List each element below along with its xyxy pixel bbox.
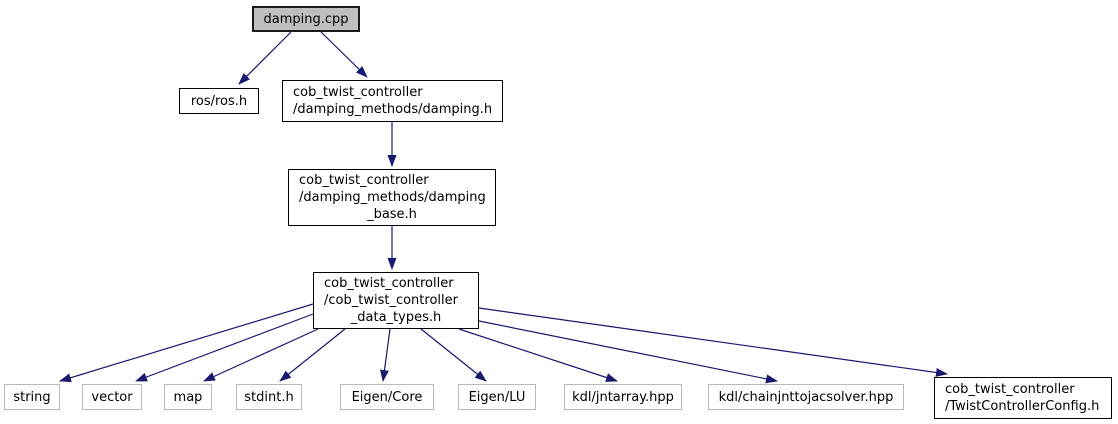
node-damping-base-h-line2: /damping_methods/damping bbox=[299, 190, 486, 205]
node-damping-h-line1: cob_twist_controller bbox=[293, 85, 423, 100]
node-data-types-h-line1: cob_twist_controller bbox=[324, 276, 454, 291]
node-map-label: map bbox=[173, 389, 203, 405]
node-damping-cpp-label: damping.cpp bbox=[263, 11, 349, 27]
edge-datatypes-vector bbox=[135, 313, 314, 382]
edge-datatypes-map bbox=[203, 328, 319, 382]
node-damping-h-line2: /damping_methods/damping.h bbox=[293, 102, 493, 117]
node-kdl-chainjnttojacsolver-hpp-label: kdl/chainjnttojacsolver.hpp bbox=[718, 389, 894, 405]
node-data-types-h[interactable]: cob_twist_controller /cob_twist_controll… bbox=[313, 272, 479, 329]
edge-datatypes-stdinth bbox=[279, 328, 346, 382]
node-eigen-lu: Eigen/LU bbox=[458, 384, 536, 410]
node-stdint-h-label: stdint.h bbox=[244, 389, 294, 405]
node-eigen-core: Eigen/Core bbox=[340, 384, 434, 410]
node-damping-cpp: damping.cpp bbox=[252, 6, 360, 32]
node-damping-base-h[interactable]: cob_twist_controller /damping_methods/da… bbox=[288, 169, 496, 226]
node-vector-label: vector bbox=[91, 389, 133, 405]
node-eigen-core-label: Eigen/Core bbox=[351, 389, 423, 405]
node-data-types-h-line2: /cob_twist_controller bbox=[324, 293, 458, 308]
node-kdl-chainjnttojacsolver-hpp: kdl/chainjnttojacsolver.hpp bbox=[708, 384, 904, 410]
edge-datatypes-eigenlu bbox=[420, 328, 487, 382]
node-twist-controller-config-h[interactable]: cob_twist_controller /TwistControllerCon… bbox=[934, 377, 1112, 419]
node-data-types-h-line3: _data_types.h bbox=[350, 310, 442, 325]
node-vector: vector bbox=[82, 384, 142, 410]
node-eigen-lu-label: Eigen/LU bbox=[468, 389, 526, 405]
node-string: string bbox=[4, 384, 60, 410]
edge-dampingcpp-dampingh bbox=[320, 31, 368, 78]
node-kdl-jntarray-hpp: kdl/jntarray.hpp bbox=[564, 384, 682, 410]
node-ros-ros-h-label: ros/ros.h bbox=[190, 93, 248, 109]
node-map: map bbox=[164, 384, 212, 410]
node-damping-base-h-line1: cob_twist_controller bbox=[299, 173, 429, 188]
edge-datatypes-twistcontrollerconfig bbox=[478, 307, 948, 377]
edge-datatypes-string bbox=[59, 303, 314, 383]
node-stdint-h: stdint.h bbox=[236, 384, 302, 410]
edge-datatypes-jntarray bbox=[458, 328, 618, 382]
node-damping-base-h-line3: _base.h bbox=[367, 207, 417, 222]
node-twist-controller-config-h-line2: /TwistControllerConfig.h bbox=[945, 399, 1100, 414]
node-damping-h[interactable]: cob_twist_controller /damping_methods/da… bbox=[282, 80, 503, 122]
node-ros-ros-h[interactable]: ros/ros.h bbox=[179, 88, 259, 114]
edge-datatypes-eigencore bbox=[380, 328, 391, 382]
node-string-label: string bbox=[13, 389, 51, 405]
edge-dampingcpp-rosh bbox=[238, 31, 292, 85]
node-kdl-jntarray-hpp-label: kdl/jntarray.hpp bbox=[572, 389, 674, 405]
node-twist-controller-config-h-line1: cob_twist_controller bbox=[945, 382, 1075, 397]
edge-datatypes-chainjnttojacsolver bbox=[478, 320, 778, 384]
